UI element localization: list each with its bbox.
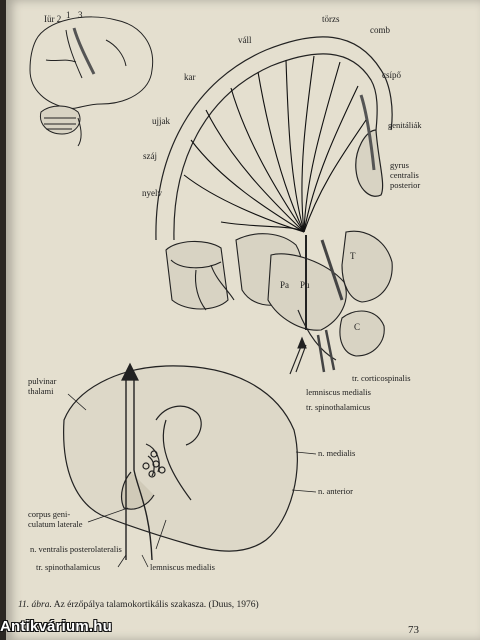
label-ujjak: ujjak [152,116,170,126]
label-corpus-geni: corpus geni- [28,509,70,519]
inset-label-2: 3 [78,10,83,20]
label-posterior: posterior [390,180,420,190]
label-lemniscus-medialis-top: lemniscus medialis [306,387,371,397]
label-genitaliak: genitáliák [388,120,422,130]
leader-lines [67,393,317,568]
thalamocortical-fibers [183,55,367,233]
cortex-strip [155,36,393,241]
label-n-ventralis: n. ventralis posterolateralis [30,544,122,554]
bottom-figure-labels: pulvinar thalami n. medialis n. anterior… [28,376,355,572]
page-number: 73 [408,624,419,636]
label-culatum-laterale: culatum laterale [28,519,83,529]
label-pulvinar: pulvinar [28,376,56,386]
inset-label-0: Iür 2 [44,14,61,24]
label-n-anterior: n. anterior [318,486,353,496]
label-kar: kar [184,72,196,82]
label-Pu: Pu [300,280,310,290]
label-tr-spinothalamicus-bottom: tr. spinothalamicus [36,562,100,572]
thalamus-diagram [63,362,298,561]
figure-caption: 11. ábra. Az érzőpálya talamokortikális … [18,600,348,610]
watermark: Antikvárium.hu [0,618,112,635]
caption-text: Az érzőpálya talamokortikális szakasza. … [51,600,259,610]
label-tr-corticospinalis: tr. corticospinalis [352,373,411,383]
sensory-pathway-illustration: Iür 2 1 3 törzs comb váll csípő kar geni… [28,10,422,572]
caption-number: 11. ábra. [18,600,52,610]
label-C: C [354,322,360,332]
label-thalami: thalami [28,386,54,396]
label-nyelv: nyelv [142,188,162,198]
label-gyrus: gyrus [390,160,409,170]
label-tr-spinothalamicus-top: tr. spinothalamicus [306,402,370,412]
inset-label-1: 1 [66,10,71,20]
brain-inset [29,16,154,147]
label-lemniscus-medialis-bottom: lemniscus medialis [150,562,215,572]
label-centralis: centralis [390,170,419,180]
top-figure-labels: Iür 2 1 3 törzs comb váll csípő kar geni… [44,10,422,412]
label-szaj: száj [143,151,157,161]
brain-stem-block [165,230,393,375]
label-T: T [350,251,356,261]
label-comb: comb [370,25,390,35]
label-torzs: törzs [322,14,340,24]
book-page: Iür 2 1 3 törzs comb váll csípő kar geni… [6,0,480,640]
label-csipo: csípő [382,70,401,80]
label-n-medialis: n. medialis [318,448,355,458]
label-vall: váll [238,35,252,45]
label-Pa: Pa [280,280,289,290]
